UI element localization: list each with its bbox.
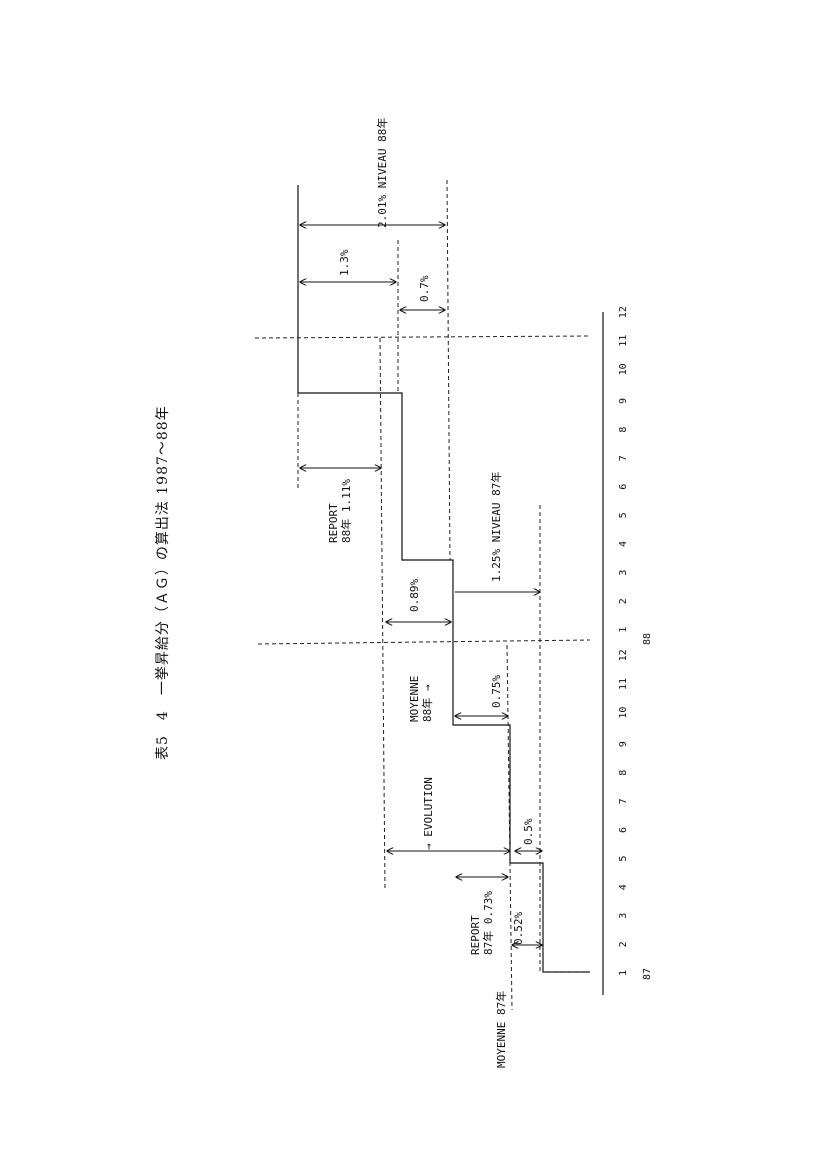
ref-line-b bbox=[379, 337, 386, 891]
month-tick: 6 bbox=[618, 827, 629, 833]
label-0-52: 0.52% bbox=[512, 912, 525, 945]
label-report-88: REPORT bbox=[327, 503, 340, 543]
month-tick: 12 bbox=[618, 649, 629, 661]
month-tick: 4 bbox=[618, 541, 629, 547]
label-0-75: 0.75% bbox=[490, 675, 503, 708]
ref-line-d bbox=[446, 179, 451, 561]
month-tick: 6 bbox=[618, 484, 629, 490]
month-tick: 11 bbox=[618, 678, 629, 690]
label-1-3: 1.3% bbox=[338, 249, 351, 276]
month-tick: 2 bbox=[618, 941, 629, 947]
month-tick: 7 bbox=[618, 455, 629, 461]
year-label-87: 87 bbox=[642, 968, 653, 980]
label-niveau-87: 1.25% NIVEAU 87年 bbox=[489, 472, 503, 582]
label-report-88-pct: 88年 1.11% bbox=[339, 479, 353, 543]
month-tick: 1 bbox=[618, 627, 629, 633]
label-report-87-pct: 87年 0.73% bbox=[481, 891, 495, 955]
ref-line-e bbox=[506, 644, 513, 1011]
month-tick: 3 bbox=[618, 913, 629, 919]
label-moyenne-87: MOYENNE 87年 bbox=[494, 991, 508, 1068]
month-tick: 8 bbox=[618, 427, 629, 433]
month-tick: 4 bbox=[618, 884, 629, 890]
year-divider-88 bbox=[254, 335, 591, 339]
label-moyenne-88-year: 88年 → bbox=[420, 684, 434, 722]
month-tick: 5 bbox=[618, 856, 629, 862]
month-tick: 10 bbox=[618, 363, 629, 375]
month-tick: 5 bbox=[618, 512, 629, 518]
label-evolution: → EVOLUTION bbox=[422, 777, 435, 850]
month-tick: 8 bbox=[618, 770, 629, 776]
month-tick: 10 bbox=[618, 707, 629, 719]
wage-step-line bbox=[297, 185, 590, 973]
month-tick: 1 bbox=[618, 970, 629, 976]
month-tick: 9 bbox=[618, 741, 629, 747]
label-report-87: REPORT bbox=[469, 915, 482, 955]
label-0-5: 0.5% bbox=[522, 818, 535, 845]
label-0-89: 0.89% bbox=[408, 579, 421, 612]
month-tick: 3 bbox=[618, 570, 629, 576]
year-divider-87-88 bbox=[257, 639, 591, 645]
month-tick: 9 bbox=[618, 398, 629, 404]
year-label-88: 88 bbox=[642, 633, 653, 645]
month-tick: 12 bbox=[618, 306, 629, 318]
month-tick: 2 bbox=[618, 598, 629, 604]
month-tick: 7 bbox=[618, 798, 629, 804]
label-moyenne-88: MOYENNE bbox=[408, 676, 421, 722]
label-0-7: 0.7% bbox=[418, 275, 431, 302]
month-tick: 11 bbox=[618, 335, 629, 347]
label-niveau-88: 2.01% NIVEAU 88年 bbox=[375, 118, 389, 228]
